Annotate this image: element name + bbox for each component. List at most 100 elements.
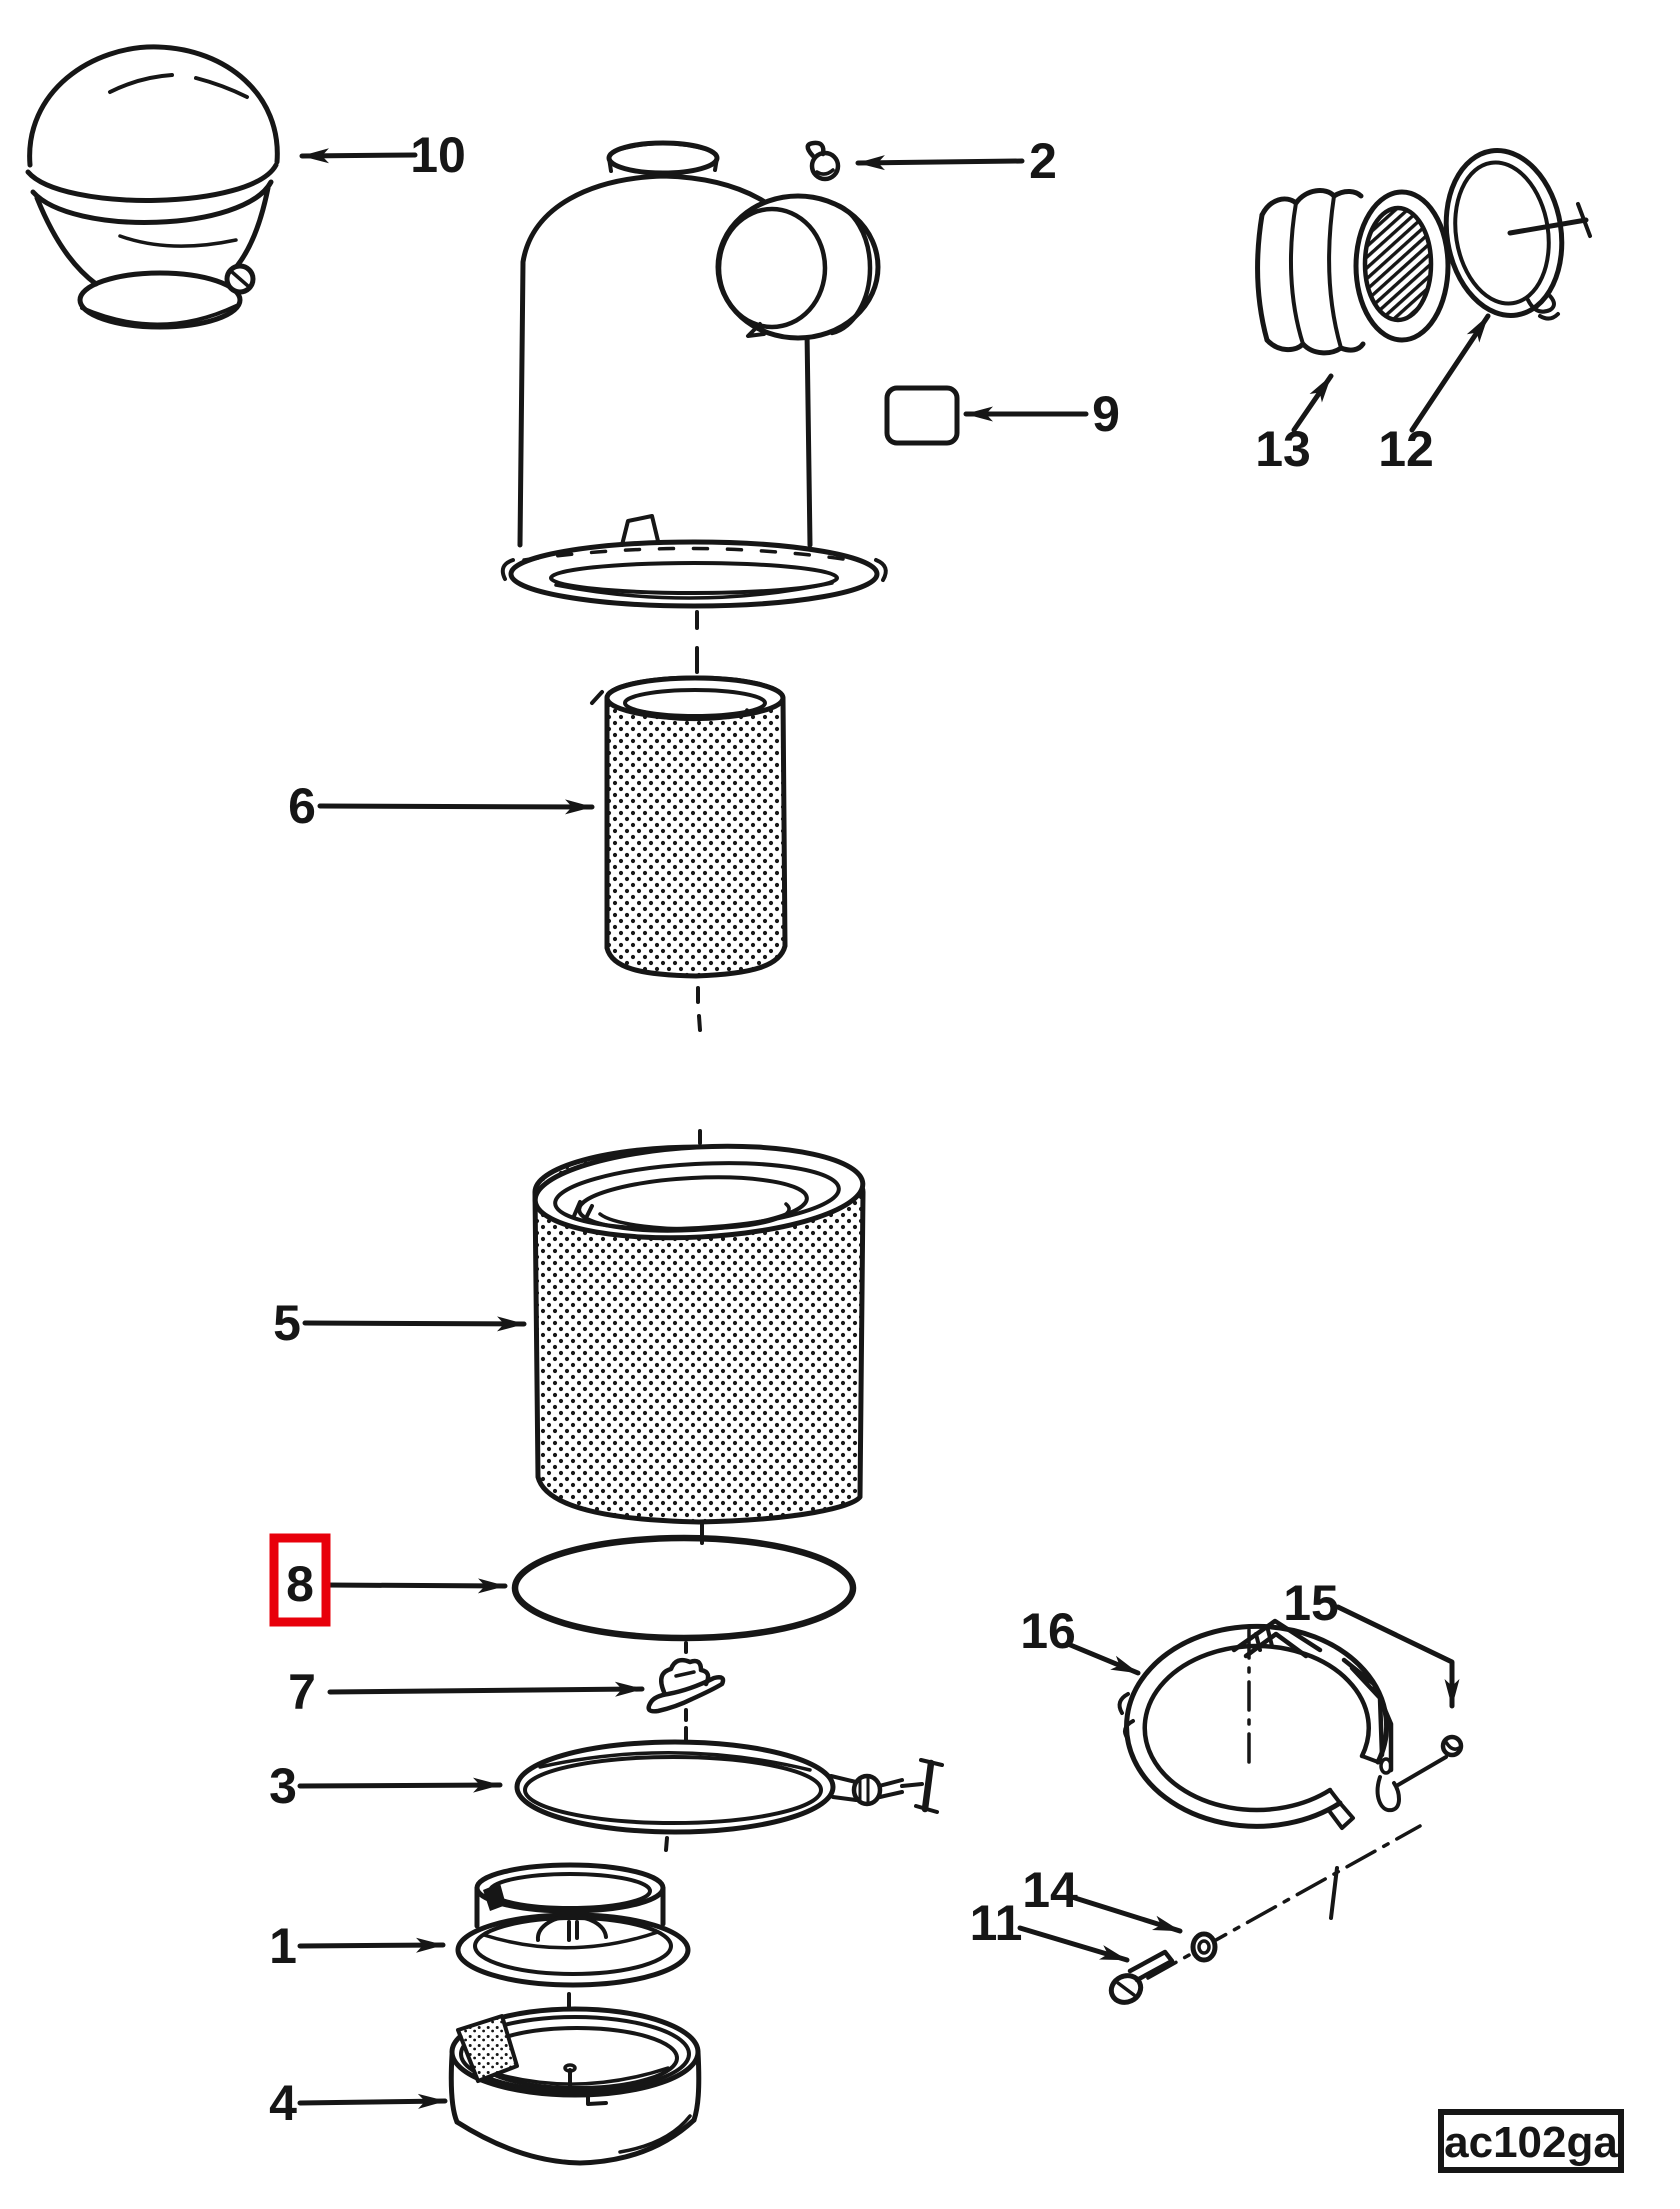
callout-6-arrow xyxy=(317,799,595,815)
band-16-left-tabs xyxy=(1117,1692,1135,1741)
wing-nut-7-detail xyxy=(674,1670,696,1678)
pan-4-pin-head xyxy=(563,2063,577,2073)
callout-1-arrow xyxy=(297,1937,446,1953)
callout-3-arrow xyxy=(297,1777,503,1793)
callout-15: 15 xyxy=(1283,1575,1460,1709)
band-3-inner-top xyxy=(538,1750,812,1772)
figure-code-box xyxy=(1438,2109,1624,2173)
figure-code-label: ac102ga xyxy=(1444,2118,1618,2167)
callout-6-label: 6 xyxy=(288,778,316,834)
callout-12-arrow xyxy=(1409,313,1491,433)
callout-6: 6 xyxy=(288,778,595,834)
band-16-end-flange xyxy=(1328,1801,1355,1830)
band-16-outer xyxy=(1124,1623,1390,1829)
nut-15-body xyxy=(1440,1734,1464,1758)
filter-5-rim-notch xyxy=(572,1200,594,1222)
part-12-clamp xyxy=(1443,148,1592,321)
part-9-plug xyxy=(884,385,960,446)
ring-1-band-bottom xyxy=(482,1930,660,1950)
part-8-gasket xyxy=(511,1534,857,1642)
band-3-outer xyxy=(514,1739,836,1835)
band-end-tick xyxy=(1329,1866,1339,1920)
band-16-bracket-hole xyxy=(1379,1757,1393,1775)
band-3-latch-tbar xyxy=(921,1759,935,1813)
wing-nut-2-wing xyxy=(805,140,826,159)
cap-band-upper xyxy=(25,162,279,203)
coupling-ridge-2 xyxy=(1326,194,1343,350)
callout-13-label: 13 xyxy=(1255,421,1311,477)
callout-1: 1 xyxy=(269,1918,446,1974)
callout-9: 9 xyxy=(963,386,1120,442)
coupling-bottom-humps xyxy=(1264,337,1366,356)
part-15-nut xyxy=(1396,1734,1464,1787)
filter-6-rim-notch xyxy=(590,690,604,705)
band-16-bracket xyxy=(1341,1657,1394,1773)
coupling-mouth-inner xyxy=(1362,205,1434,323)
part-16-mounting-band xyxy=(1117,1618,1401,1830)
callout-16: 16 xyxy=(1020,1603,1141,1676)
filter-6-body xyxy=(604,675,788,979)
coupling-top-humps xyxy=(1259,188,1364,218)
callout-16-label: 16 xyxy=(1020,1603,1076,1659)
nut-15-leader-to-band xyxy=(1396,1755,1448,1787)
clamp-12-screw-tick xyxy=(1576,202,1592,238)
part-2-wing-nut xyxy=(805,140,841,182)
callout-2-arrow xyxy=(855,155,1025,171)
figure-code: ac102ga xyxy=(1438,2109,1624,2173)
filter-5-rim-detail xyxy=(598,1202,791,1231)
canister-flange-texture xyxy=(522,546,866,564)
part-1-adapter-ring xyxy=(455,1862,691,1988)
canister-outlet-tube-tab xyxy=(746,322,766,338)
callout-2-label: 2 xyxy=(1029,133,1057,189)
pan-4-rim-mid xyxy=(459,2015,691,2093)
filter-6-rim-detail xyxy=(643,708,749,722)
part-4-dust-pan xyxy=(448,2006,702,2166)
assembly-axis-dashes xyxy=(567,610,704,2010)
callout-15-label: 15 xyxy=(1283,1575,1339,1631)
wing-nut-2-slot xyxy=(815,168,835,176)
callouts-layer: 10 2 9 13 12 6 5 8 xyxy=(269,127,1491,2131)
band-3-inner xyxy=(523,1755,823,1825)
callout-5-arrow xyxy=(302,1316,527,1332)
callout-11-arrow xyxy=(1017,1925,1130,1963)
canister-flange-lug-left xyxy=(500,558,515,581)
part-3-clamp-band xyxy=(514,1739,944,1835)
band-16-bracket-foot xyxy=(1375,1775,1401,1813)
callout-5: 5 xyxy=(273,1295,527,1351)
callout-15-leader xyxy=(1335,1604,1460,1709)
pan-4-bottom xyxy=(454,2117,697,2166)
callout-8-highlight-box xyxy=(269,1533,331,1627)
callout-11-label: 11 xyxy=(970,1895,1023,1951)
canister-top-cap-inner xyxy=(616,141,710,152)
canister-outlet-tube-inner xyxy=(716,206,828,330)
callout-16-arrow xyxy=(1065,1641,1141,1676)
callout-7-arrow xyxy=(327,1681,645,1697)
band-16-inner xyxy=(1142,1643,1371,1813)
band-16-end-caps xyxy=(1328,1754,1380,1805)
callout-9-label: 9 xyxy=(1092,386,1120,442)
callout-11: 11 xyxy=(970,1895,1130,1963)
coupling-left-edge xyxy=(1255,212,1270,343)
mounting-axis-dashdot xyxy=(1146,1824,1422,1980)
callout-7: 7 xyxy=(288,1664,645,1720)
callout-3: 3 xyxy=(269,1758,503,1814)
callout-8-arrow xyxy=(323,1578,508,1594)
bolt-11-shaft xyxy=(1127,1949,1175,1983)
callout-1-label: 1 xyxy=(269,1918,297,1974)
canister-body xyxy=(500,140,888,609)
filter-6-rim-inner xyxy=(623,688,767,718)
pan-4-inner-bottom xyxy=(488,2066,670,2086)
part-13-hose-coupling xyxy=(1255,188,1451,356)
canister-flange-inner-lower xyxy=(554,581,834,600)
band-3-latch-tbar-serifs xyxy=(900,1758,944,1814)
canister-flange-tab xyxy=(620,514,660,547)
part-10-cap xyxy=(25,44,280,330)
callout-13: 13 xyxy=(1255,373,1334,477)
callout-10-arrow xyxy=(299,148,418,164)
cap-dome-outline xyxy=(27,44,280,168)
callout-13-arrow xyxy=(1291,373,1334,433)
ring-1-pin xyxy=(567,1920,579,1942)
canister-flange-inner xyxy=(549,561,839,595)
callout-4-arrow xyxy=(297,2093,448,2109)
callout-12: 12 xyxy=(1378,313,1491,477)
